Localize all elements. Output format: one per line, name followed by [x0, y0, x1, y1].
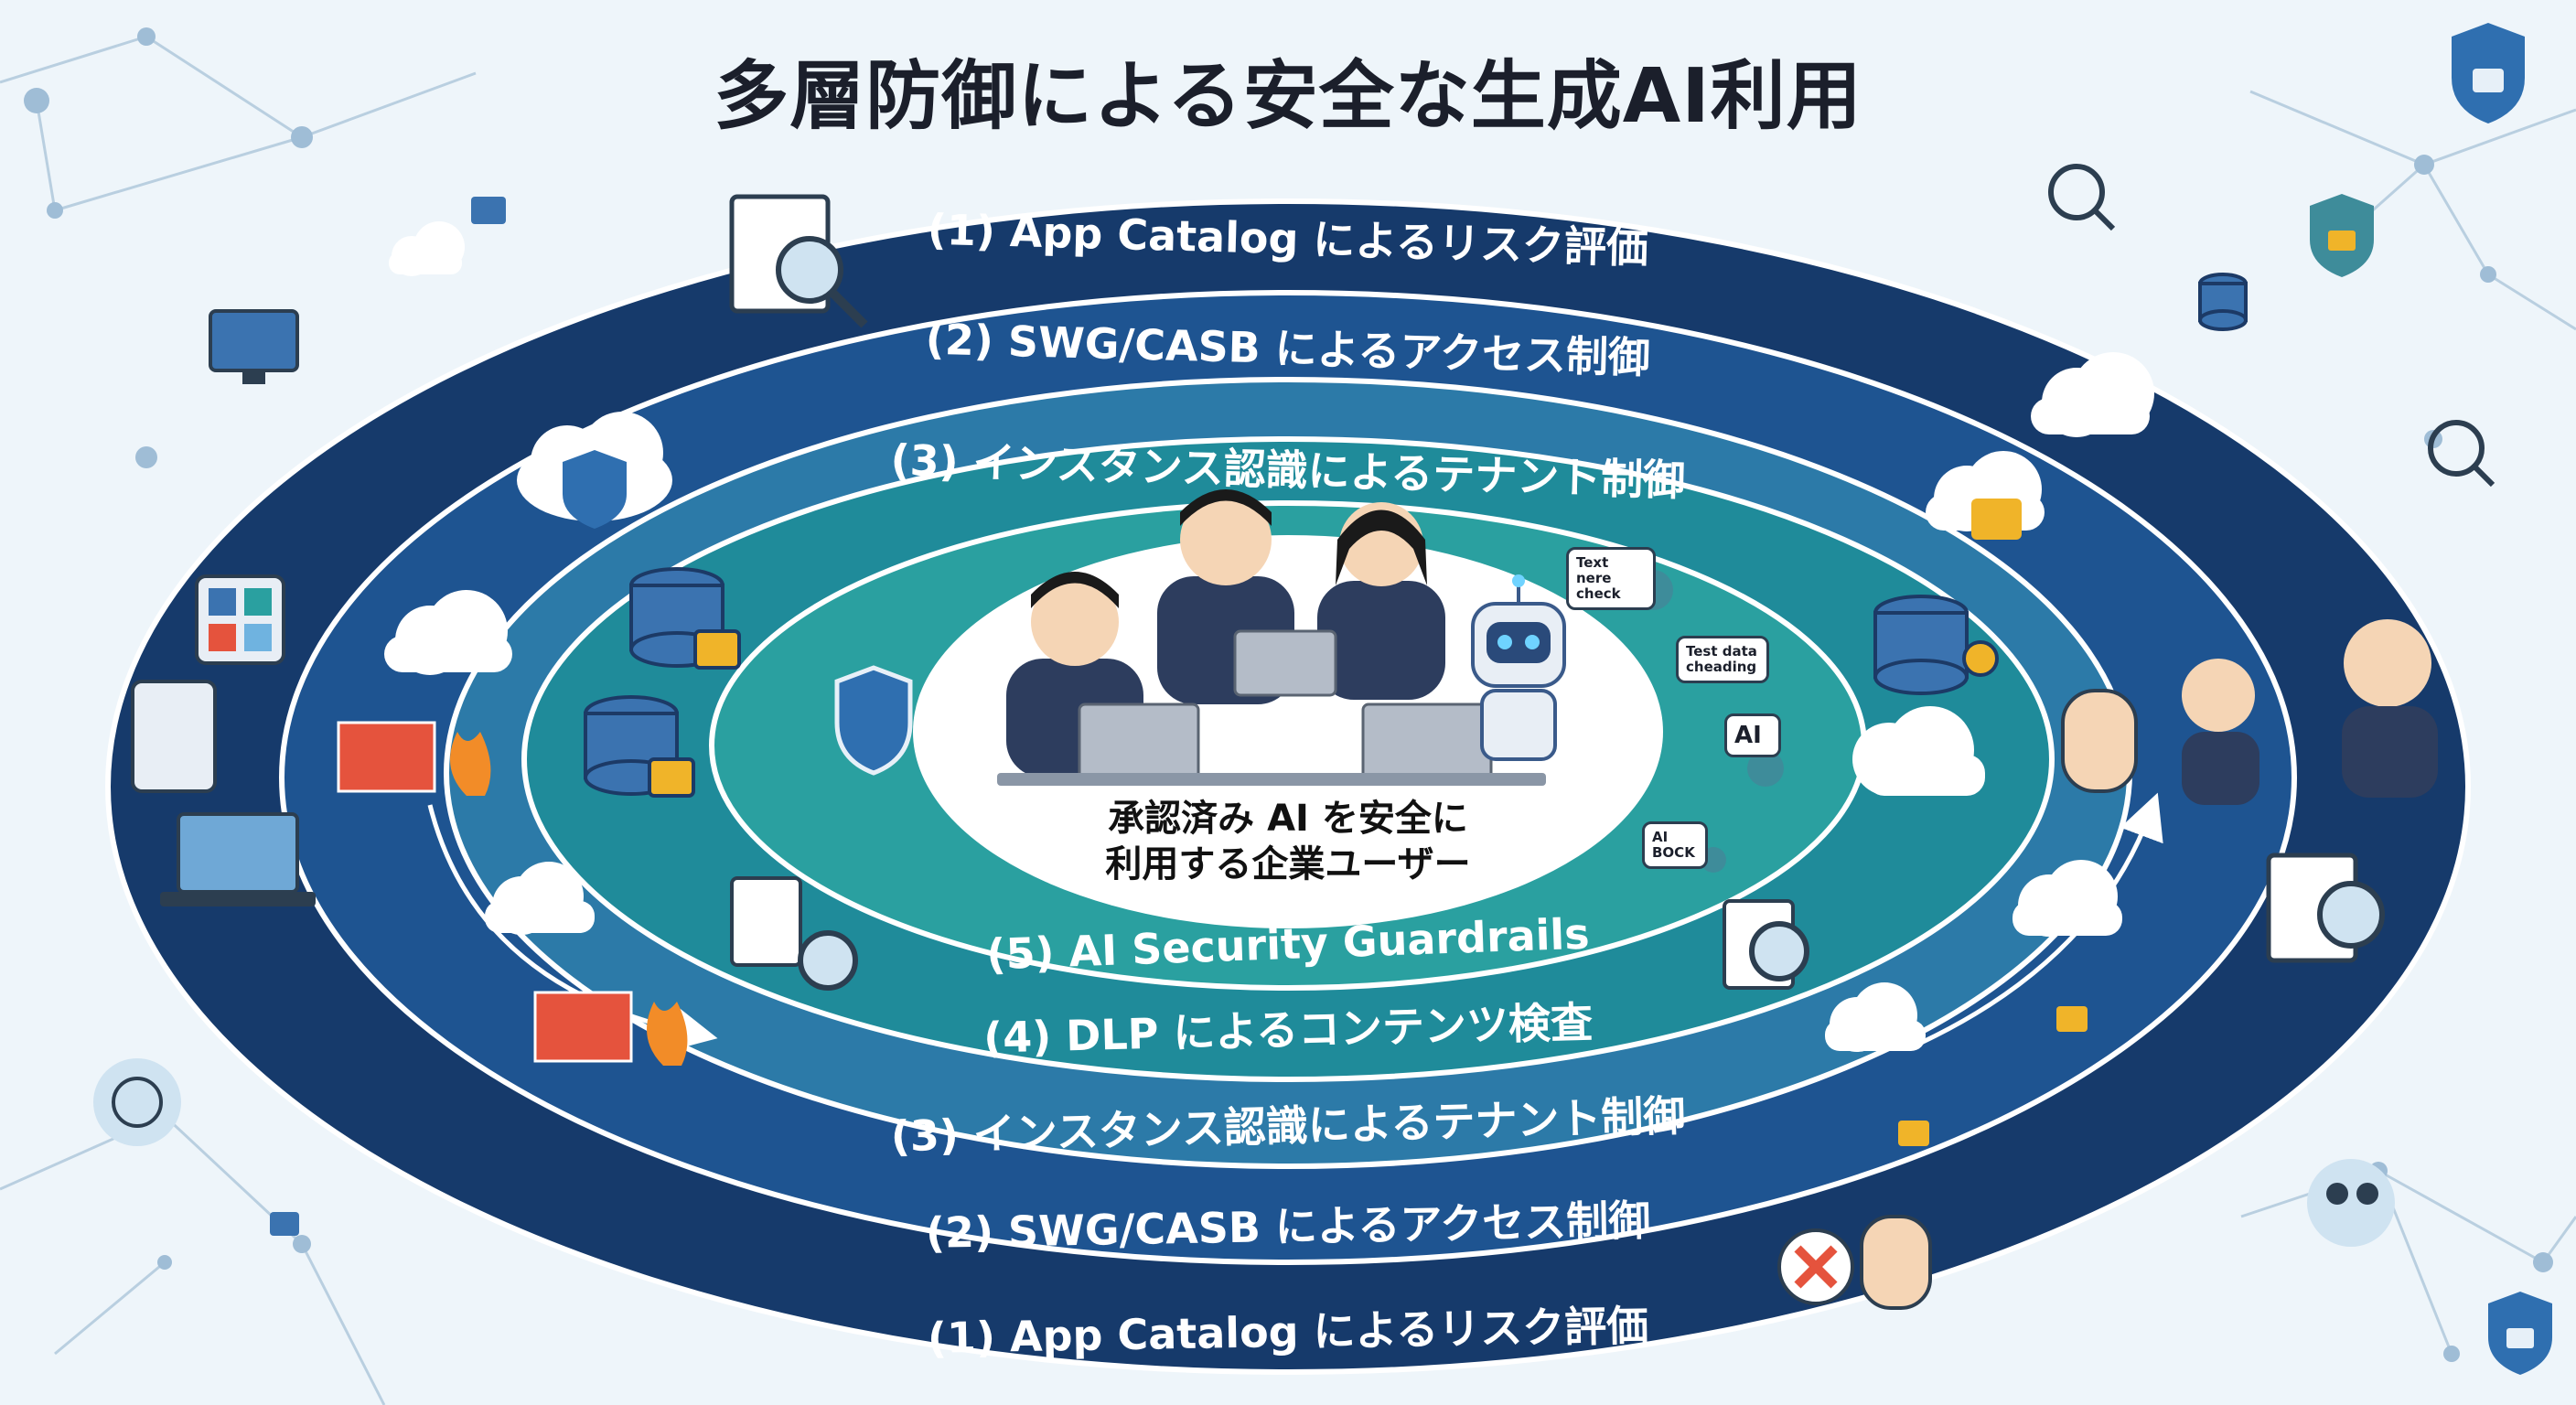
search-magnifier-icon	[2048, 164, 2496, 488]
shield-icon	[834, 665, 913, 776]
stop-hand-icon	[1860, 689, 2138, 1310]
ai-block-label: AI BOCK	[1642, 821, 1708, 869]
ai-document-label: AI	[1724, 713, 1781, 757]
shield-lock-icon-bottomright	[2488, 1292, 2552, 1375]
database-key-icon	[1873, 273, 2248, 695]
document-checklist-icon	[729, 194, 2385, 991]
laptop-icon	[160, 812, 316, 906]
speech-bubble-test-data: Test data cheading	[1676, 636, 1769, 683]
flow-arrow-left	[427, 804, 718, 1052]
user-group-icon	[2307, 1159, 2395, 1247]
flow-arrow-right	[1919, 792, 2163, 1046]
network-background	[0, 35, 2576, 1405]
lock-icon	[270, 197, 2088, 1236]
center-label-line2: 利用する企業ユーザー	[1105, 843, 1471, 885]
cloud-shield-icon	[517, 412, 672, 529]
shield-lock-icon-right	[2310, 194, 2374, 277]
firewall-icon	[337, 721, 688, 1066]
page-title: 多層防御による安全な生成AI利用	[714, 53, 1862, 140]
globe-icon	[93, 1058, 181, 1146]
shield-lock-icon-topright	[2452, 23, 2525, 123]
speech-bubble-text-check: Text nere check	[1566, 547, 1656, 610]
block-x-icon	[1777, 1228, 1854, 1305]
tablet-icon	[131, 680, 217, 793]
monitor-gear-icon	[209, 309, 299, 384]
app-grid-icon	[195, 574, 285, 665]
robot-icon	[1471, 574, 1566, 761]
center-label-line1: 承認済み AI を安全に	[1108, 798, 1468, 840]
security-officer-icon	[2182, 619, 2438, 805]
users-group	[997, 489, 1546, 786]
cloud-icon	[384, 221, 2154, 1052]
database-lock-icon	[584, 567, 741, 798]
